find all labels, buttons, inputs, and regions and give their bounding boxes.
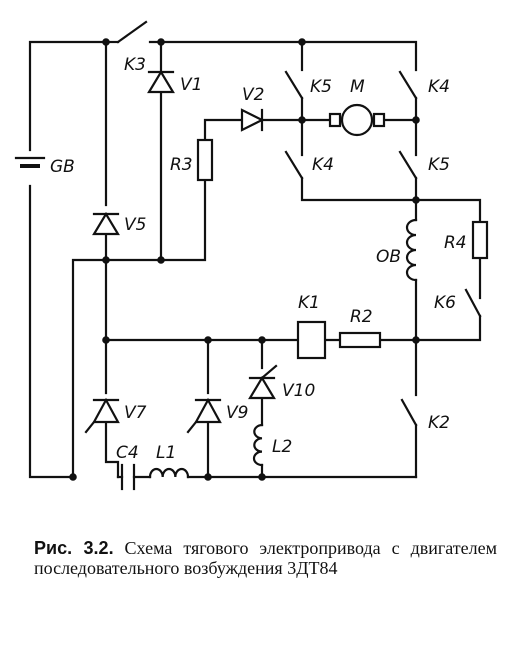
resistor-r2 [338, 331, 382, 349]
resistor-r4 [471, 220, 489, 260]
caption-text: Схема тягового электропривода с двигател… [34, 538, 497, 578]
figure-caption: Рис. 3.2. Схема тягового электропривода … [34, 538, 497, 578]
switch-k3 [116, 20, 148, 44]
label-k3: K3 [124, 55, 146, 75]
label-k1: K1 [298, 293, 320, 313]
label-r2: R2 [350, 307, 373, 327]
resistor-r3 [196, 138, 214, 182]
diode-v2 [240, 108, 265, 132]
circuit-schematic: GB K3 V1 V2 R3 K5 M K4 K4 K5 V5 OB [14, 20, 489, 491]
battery-gb [14, 156, 46, 168]
label-k4-top: K4 [428, 77, 450, 97]
label-gb: GB [50, 157, 75, 177]
label-v5: V5 [124, 215, 146, 235]
thyristor-v9 [186, 397, 222, 434]
label-r3: R3 [170, 155, 193, 175]
capacitor-c4 [120, 463, 136, 491]
inductor-l1 [148, 467, 190, 479]
wires [28, 40, 482, 479]
label-v10: V10 [282, 381, 315, 401]
diode-v1 [147, 69, 175, 94]
figure-number: Рис. 3.2. [34, 538, 114, 558]
label-k6: K6 [434, 293, 456, 313]
label-k5-top: K5 [310, 77, 332, 97]
relay-coil-k1 [296, 320, 327, 360]
label-r4: R4 [444, 233, 467, 253]
switch-k4-top [398, 70, 418, 100]
label-v1: V1 [180, 75, 202, 95]
motor-m [328, 103, 386, 137]
inductor-l2 [252, 423, 264, 467]
label-l1: L1 [156, 443, 176, 463]
diode-v5 [92, 211, 120, 236]
thyristor-v7 [84, 397, 120, 434]
label-m: M [350, 77, 365, 97]
switch-k5-mid [398, 150, 418, 180]
label-k2: K2 [428, 413, 450, 433]
label-ob: OB [376, 247, 401, 267]
thyristor-v10 [248, 364, 278, 400]
switch-k4-mid [284, 150, 304, 180]
switch-k5-top [284, 70, 304, 100]
junction-dots [69, 38, 420, 481]
switch-k2 [400, 398, 418, 427]
label-l2: L2 [272, 437, 292, 457]
label-v2: V2 [242, 85, 264, 105]
label-v9: V9 [226, 403, 248, 423]
field-winding-ob [405, 218, 418, 282]
label-k4-mid: K4 [312, 155, 334, 175]
switch-k6 [464, 288, 482, 318]
label-v7: V7 [124, 403, 147, 423]
label-c4: C4 [116, 443, 139, 463]
label-k5-mid: K5 [428, 155, 450, 175]
